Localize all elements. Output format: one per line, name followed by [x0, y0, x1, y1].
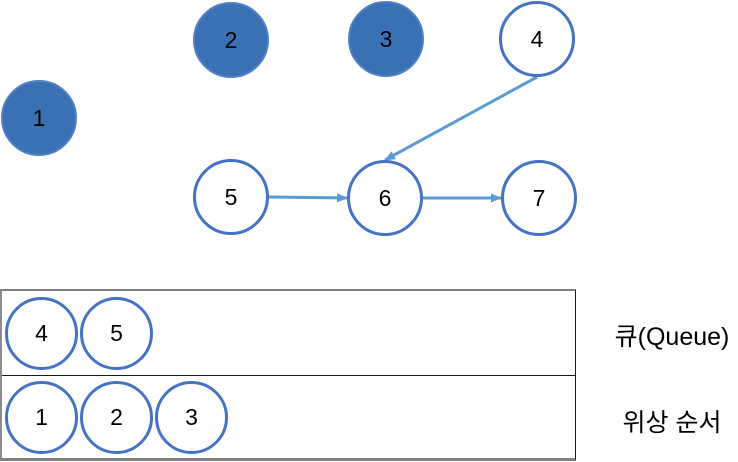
node-label: 4 [530, 25, 544, 52]
edge-4-6 [384, 75, 538, 162]
node-label: 6 [378, 184, 392, 211]
node-label: 5 [224, 183, 238, 210]
graph-node-5[interactable]: 5 [193, 159, 269, 235]
topological-order-item-2[interactable]: 2 [80, 380, 153, 454]
queue-label: 큐(Queue) [614, 323, 730, 351]
node-label: 7 [532, 184, 546, 211]
topological-order-item-3[interactable]: 3 [155, 380, 228, 454]
graph-node-4[interactable]: 4 [499, 1, 575, 77]
topo-order-label: 위상 순서 [622, 409, 722, 437]
topological-order-item-1[interactable]: 1 [5, 380, 78, 454]
node-label: 1 [32, 104, 46, 131]
graph-node-7[interactable]: 7 [501, 160, 577, 236]
graph-node-1[interactable]: 1 [1, 80, 77, 156]
graph-node-6[interactable]: 6 [347, 160, 423, 236]
node-label: 2 [224, 26, 238, 53]
node-label: 3 [379, 25, 393, 52]
edge-5-6 [268, 193, 348, 203]
graph-node-2[interactable]: 2 [193, 2, 269, 78]
queue-item-5[interactable]: 5 [80, 296, 153, 370]
graph-node-3[interactable]: 3 [348, 1, 424, 77]
edge-layer [268, 75, 538, 203]
queue-item-4[interactable]: 4 [5, 296, 78, 370]
